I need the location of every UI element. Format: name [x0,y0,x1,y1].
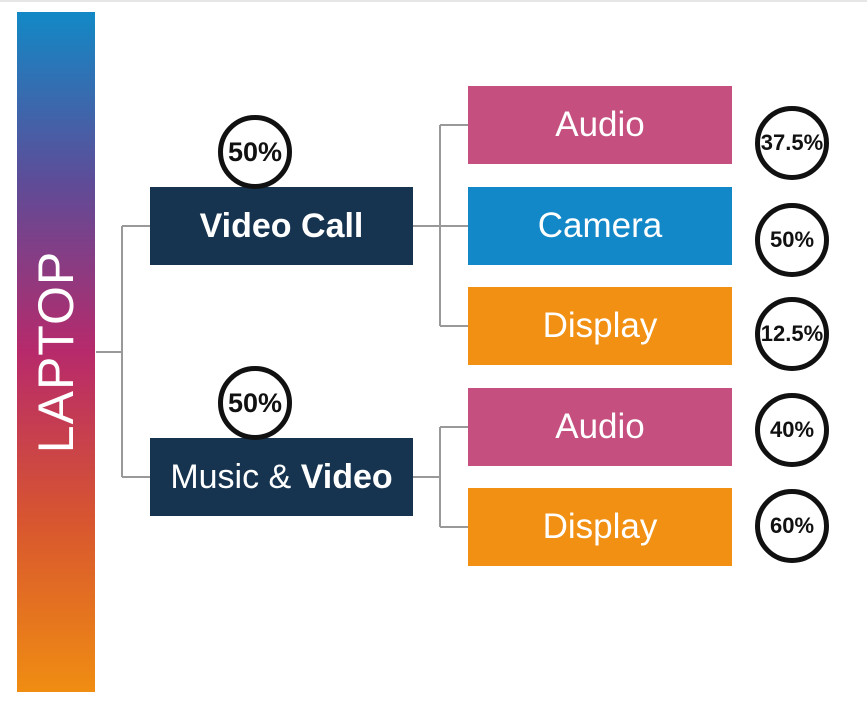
component-video-call-display: Display [468,287,732,365]
component-music-video-audio-share: 40% [755,393,829,467]
component-video-call-display-share: 12.5% [755,297,829,371]
component-video-call-audio-share: 37.5% [755,106,829,180]
category-music-video: Music & Video [150,438,413,516]
component-music-video-display-share: 60% [755,489,829,563]
category-music-video-share: 50% [218,366,292,440]
component-video-call-camera-share: 50% [755,203,829,277]
top-border [0,0,867,2]
category-video-call-share: 50% [218,115,292,189]
category-video-call-label: Video Call [199,206,364,245]
category-video-call: Video Call [150,187,413,265]
component-video-call-camera: Camera [468,187,732,265]
category-music-video-label-bold: Video [300,457,393,496]
component-video-call-audio: Audio [468,86,732,164]
category-music-video-label-part: Music & [170,457,301,496]
component-music-video-audio: Audio [468,388,732,466]
root-node [17,12,95,692]
component-music-video-display: Display [468,488,732,566]
